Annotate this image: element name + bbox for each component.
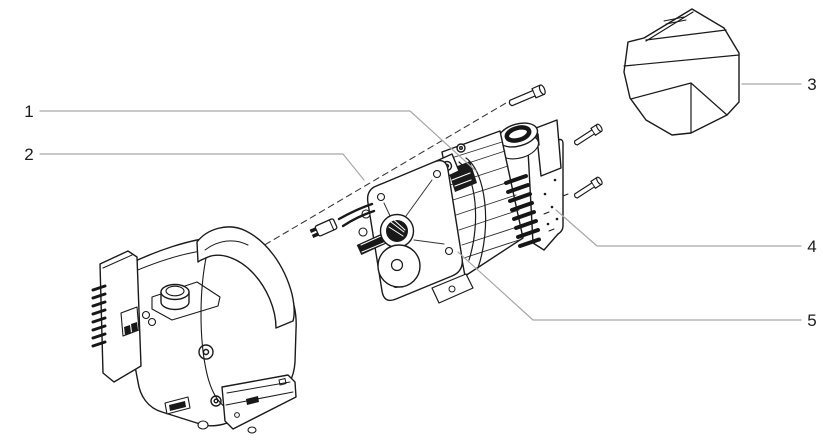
callout-label-2: 2 <box>24 145 34 164</box>
stator-band-highlights <box>451 172 472 187</box>
motor-end-cap <box>99 250 142 383</box>
motor-foot-bolt <box>448 285 456 293</box>
filler-cap <box>160 283 190 311</box>
pivot-screw <box>198 344 214 360</box>
pulley-boss <box>377 244 421 288</box>
callout-label-4: 4 <box>807 237 817 256</box>
screw <box>508 84 546 107</box>
wire-assembly <box>309 202 376 239</box>
heat-sink-fins <box>504 174 541 248</box>
pivot-screw-center <box>202 348 210 356</box>
foot <box>247 426 257 434</box>
motor-cover-silhouette <box>623 8 740 136</box>
top-boss <box>497 122 540 160</box>
motor-cover-seam <box>663 16 687 25</box>
callout-leader-2 <box>39 153 365 181</box>
motor-assembly <box>309 119 569 304</box>
sprayer-unit <box>91 226 297 434</box>
callout-label-5: 5 <box>807 311 817 330</box>
lower-pivot <box>210 395 222 407</box>
motor-end-cap-edge <box>102 254 133 269</box>
motor-cover-facets <box>623 11 740 134</box>
callout-leader-1 <box>39 110 477 172</box>
callout-label-3: 3 <box>807 75 817 94</box>
rear-block <box>535 119 562 177</box>
armature-bore <box>379 213 415 249</box>
callout-label-1: 1 <box>24 102 34 121</box>
motor-foot <box>431 273 474 304</box>
callout-leaders <box>39 83 802 321</box>
clamp-hook <box>141 310 151 320</box>
handle-ridge <box>204 240 249 251</box>
front-slot-inner <box>169 401 186 411</box>
callout-leader-5 <box>457 251 802 321</box>
screw <box>574 123 603 146</box>
foot <box>197 420 209 430</box>
motor-cover <box>623 8 740 136</box>
callout-leader-4 <box>555 209 802 247</box>
wire-connector <box>309 218 338 239</box>
vent-fins <box>91 284 107 348</box>
carry-handle <box>196 226 295 329</box>
sprayer-front-seam <box>200 252 226 408</box>
lower-pivot-center <box>213 398 219 404</box>
plate-ear <box>358 227 368 237</box>
assembly-axis-dashed-line <box>255 102 507 251</box>
clamp-hook <box>147 317 157 327</box>
base-rail <box>221 374 297 430</box>
screws <box>508 84 603 199</box>
screw <box>574 176 603 199</box>
latch-slots <box>124 322 138 335</box>
